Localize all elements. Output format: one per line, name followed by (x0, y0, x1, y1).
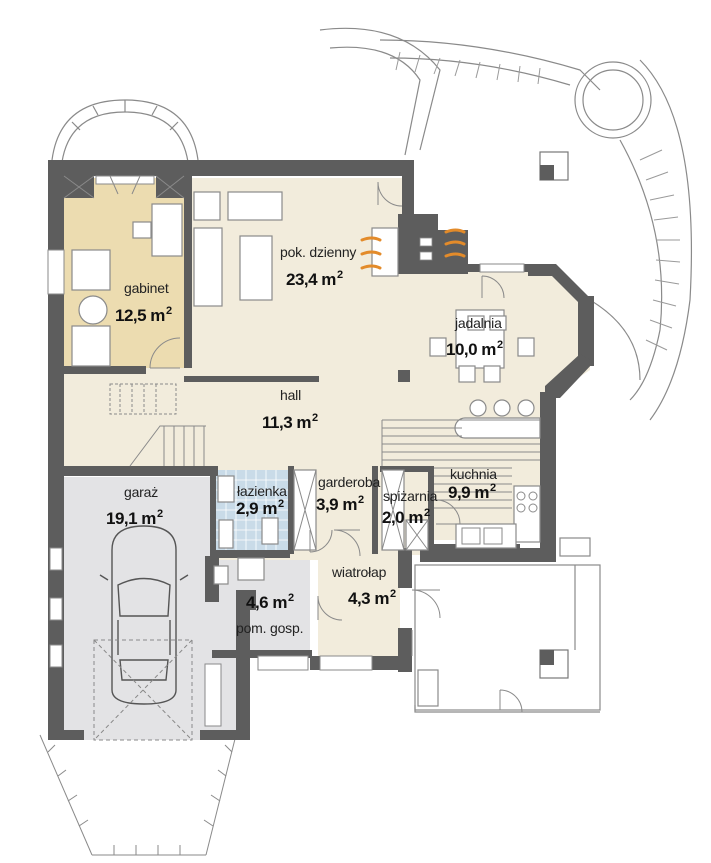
bay-window-arch (51, 99, 199, 163)
room-name-spizarnia: spiżarnia (383, 488, 438, 504)
room-name-wiatrolap: wiatrołap (332, 564, 387, 580)
windows (47, 175, 525, 727)
room-name-garaz: garaż (124, 484, 159, 500)
fireplace-vents (419, 237, 433, 261)
room-area-garderoba: 3,9 m2 (316, 494, 364, 514)
room-name-pom-gosp: pom. gosp. (236, 620, 304, 636)
garage-door-outline (93, 639, 193, 741)
furniture (71, 191, 541, 585)
room-area-kuchnia: 9,9 m2 (448, 482, 496, 502)
terrace-segments (395, 51, 681, 351)
room-area-wiatrolap: 4,3 m2 (348, 588, 396, 608)
terrace-column-core (540, 165, 554, 180)
terrace-column-core (540, 650, 554, 665)
stove-burners (461, 491, 538, 545)
room-area-pok-dzienny: 23,4 m2 (286, 269, 343, 289)
room-name-gabinet: gabinet (124, 280, 169, 296)
room-name-jadalnia: jadalnia (455, 315, 502, 331)
room-name-hall: hall (280, 387, 301, 403)
room-name-lazienka: łazienka (237, 483, 287, 499)
stairs (109, 383, 540, 509)
room-name-kuchnia: kuchnia (450, 466, 497, 482)
room-area-gabinet: 12,5 m2 (115, 305, 172, 325)
porch-outline (414, 537, 601, 713)
room-area-lazienka: 2,9 m2 (236, 498, 284, 518)
closet-hatch (63, 175, 429, 551)
room-area-hall: 11,3 m2 (262, 412, 318, 432)
door-swings (109, 175, 523, 713)
walls (48, 160, 594, 740)
room-area-pom-gosp: 4,6 m2 (246, 592, 294, 612)
room-area-spizarnia: 2,0 m2 (382, 507, 430, 527)
car-icon (99, 525, 189, 705)
driveway (39, 734, 237, 856)
room-name-pok-dzienny: pok. dzienny (280, 244, 357, 260)
room-area-garaz: 19,1 m2 (106, 508, 163, 528)
room-area-jadalnia: 10,0 m2 (446, 339, 503, 359)
hall-pillar (398, 370, 410, 382)
room-name-garderoba: garderoba (318, 474, 381, 490)
floor-garage (63, 477, 236, 740)
fireplace-flame-icon (360, 228, 466, 270)
